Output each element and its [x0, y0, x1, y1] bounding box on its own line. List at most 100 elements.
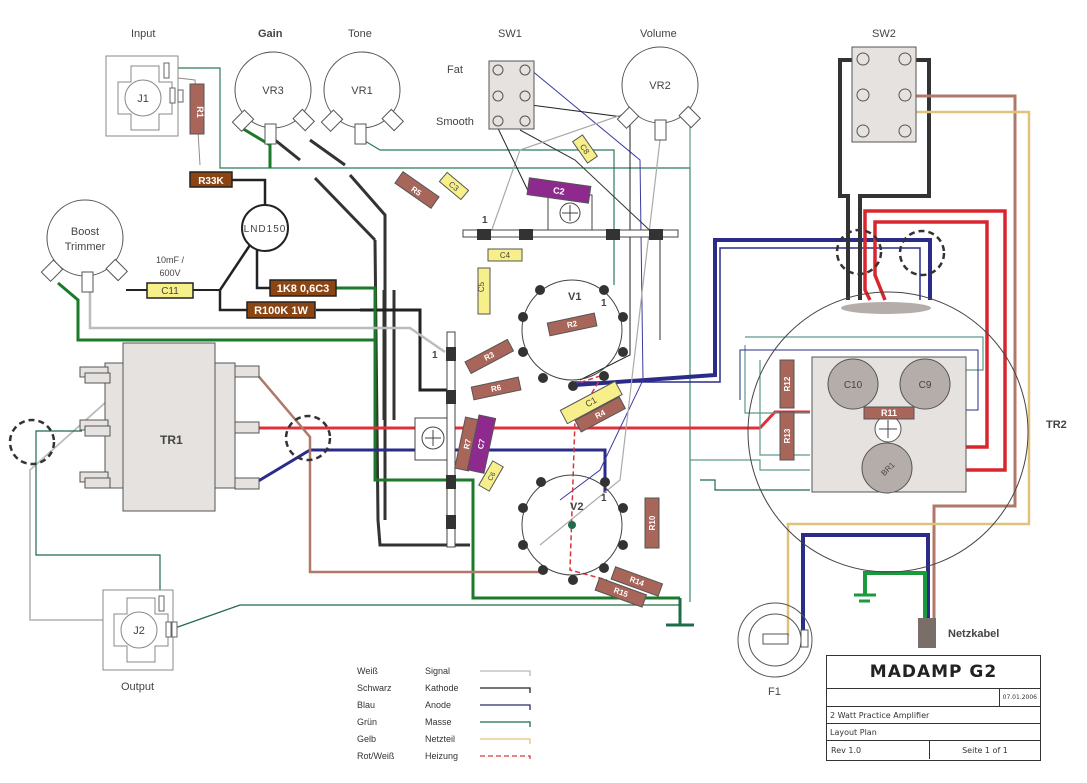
label-c9: C9: [919, 380, 932, 391]
label-sw1: SW1: [498, 28, 522, 40]
wire-gain-ground: [239, 125, 272, 168]
legend-color-0: Weiß: [357, 666, 378, 676]
legend-function-1: Kathode: [425, 683, 459, 693]
legend-color-4: Gelb: [357, 734, 377, 744]
label-v2: V2: [570, 501, 583, 513]
grommet-sw2-right: [898, 229, 946, 277]
capacitor-c4: [487, 248, 523, 262]
label-r33k: R33K: [198, 176, 224, 187]
resistor-r33k: [189, 171, 233, 188]
pot-vr1-tone: [320, 51, 405, 145]
input-jack-j1: [105, 55, 184, 137]
ground-symbol-earth: [854, 593, 876, 603]
legend-color-1: Schwarz: [357, 683, 392, 693]
title-block-title: MADAMP G2: [827, 656, 1040, 689]
resistor-1k8: [269, 279, 337, 297]
pot-vr3-gain: [231, 51, 316, 145]
title-block-plan: Layout Plan: [827, 724, 1040, 741]
resistor-r15: [594, 577, 648, 608]
label-r1: R1: [195, 106, 205, 118]
label-r2: R2: [566, 319, 578, 330]
resistor-r100k: [246, 301, 316, 319]
legend-function-3: Masse: [425, 717, 452, 727]
legend-line-1: [480, 687, 531, 693]
label-gain: Gain: [258, 28, 283, 40]
label-tone: Tone: [348, 28, 372, 40]
label-c4: C4: [500, 251, 511, 260]
label-r12: R12: [783, 376, 792, 391]
label-output: Output: [121, 681, 154, 693]
capacitor-c11: [146, 282, 194, 299]
capacitor-c3: [438, 171, 470, 201]
wire-ground-input: [168, 67, 691, 602]
capacitor-c6: [478, 460, 504, 492]
legend-color-2: Blau: [357, 700, 376, 710]
label-c2: C2: [552, 185, 565, 197]
legend-color-3: Grün: [357, 717, 378, 727]
ground-symbol-chassis: [666, 598, 694, 627]
title-block-rev-row: Rev 1.0 Seite 1 of 1: [827, 741, 1040, 759]
resistor-r2: [546, 312, 598, 337]
label-fat: Fat: [447, 64, 463, 76]
resistor-r5: [394, 170, 440, 210]
label-r7: R7: [462, 438, 473, 450]
transformer-tr1: [79, 342, 260, 512]
resistor-r1: [189, 83, 205, 135]
label-c11-spec-1: 10mF /: [156, 255, 185, 265]
legend-function-0: Signal: [425, 666, 451, 676]
pot-vr2-volume: [616, 46, 702, 141]
grommet-tr1: [284, 414, 332, 462]
label-r11: R11: [881, 408, 897, 418]
capacitor-c2: [526, 177, 592, 204]
tube-socket-v1: [518, 279, 628, 391]
terminal-strip-vertical: [414, 331, 456, 548]
label-r13: R13: [783, 428, 792, 443]
legend-lines: [480, 670, 531, 761]
label-f1: F1: [768, 686, 781, 698]
output-jack-j2: [102, 589, 178, 671]
label-r6: R6: [490, 383, 502, 394]
label-r4: R4: [594, 408, 608, 421]
label-sw2: SW2: [872, 28, 896, 40]
title-block: MADAMP G2 07.01.2006 2 Watt Practice Amp…: [826, 655, 1041, 761]
legend-line-2: [480, 704, 531, 710]
legend-line-4: [480, 738, 531, 744]
label-r10: R10: [648, 515, 657, 530]
label-pin1-strip: 1: [482, 215, 488, 226]
label-v1: V1: [568, 291, 581, 303]
tube-socket-v2: [518, 474, 628, 585]
wire-ground-tone: [359, 137, 615, 285]
label-c6: C6: [487, 471, 498, 482]
label-vr1: VR1: [351, 85, 372, 97]
label-lnd150: LND150: [244, 224, 287, 235]
label-c11: C11: [161, 286, 179, 297]
label-volume: Volume: [640, 28, 677, 40]
title-block-description: 2 Watt Practice Amplifier: [827, 707, 1040, 724]
mosfet-lnd150: [241, 204, 289, 252]
label-netzkabel: Netzkabel: [948, 628, 999, 640]
transformer-tr2: [747, 291, 1029, 573]
label-1k8: 1K8 0,6C3: [277, 283, 330, 295]
label-pin1-v2: 1: [601, 493, 607, 504]
label-tr1: TR1: [160, 433, 183, 447]
resistor-r3: [464, 338, 515, 375]
legend-function-4: Netzteil: [425, 734, 456, 744]
legend-function-5: Heizung: [425, 751, 459, 761]
label-pin1-vstrip: 1: [432, 350, 438, 361]
label-c11-spec-2: 600V: [159, 268, 180, 278]
label-c10: C10: [844, 380, 863, 391]
wires: [29, 58, 1031, 636]
title-block-revision: Rev 1.0: [827, 741, 930, 759]
label-c7: C7: [476, 438, 487, 450]
label-r3: R3: [483, 350, 497, 363]
components-passive: [146, 134, 664, 608]
switch-sw1: [488, 60, 535, 130]
resistor-r6: [470, 376, 522, 401]
label-boost: Boost: [71, 226, 99, 238]
terminal-strip-top: [462, 194, 679, 240]
label-smooth: Smooth: [436, 116, 474, 128]
capacitor-c8: [571, 134, 599, 164]
legend-function-2: Anode: [425, 700, 452, 710]
label-input: Input: [131, 28, 155, 40]
